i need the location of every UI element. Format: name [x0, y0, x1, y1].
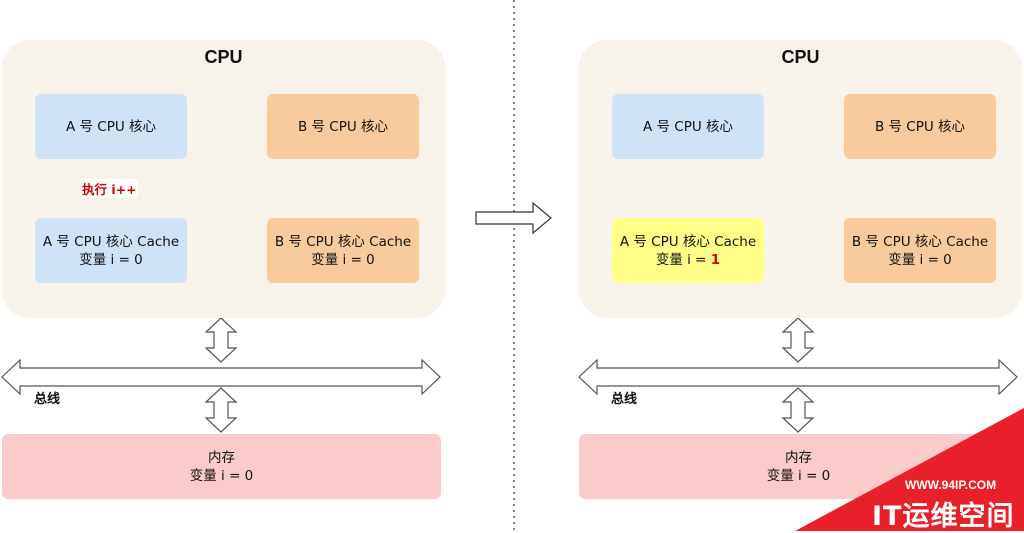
left-cache-a-title: A 号 CPU 核心 Cache	[42, 233, 180, 250]
watermark-name: IT运维空间	[872, 501, 1015, 532]
left-core-b: B 号 CPU 核心	[267, 94, 419, 159]
left-cache-a-value: 变量 i = 0	[79, 251, 143, 268]
right-cache-a-value-line: 变量 i = 1	[656, 251, 720, 269]
left-memory-value: 变量 i = 0	[189, 467, 254, 484]
right-bus-label: 总线	[611, 391, 638, 406]
left-memory: 内存 变量 i = 0	[2, 434, 441, 499]
right-cache-b: B 号 CPU 核心 Cache 变量 i = 0	[844, 218, 996, 283]
left-core-b-label: B 号 CPU 核心	[297, 118, 389, 135]
right-cache-b-value: 变量 i = 0	[888, 251, 952, 268]
right-cache-a-value-prefix: 变量 i =	[655, 251, 711, 268]
left-core-a-label: A 号 CPU 核心	[65, 118, 157, 135]
right-cache-a: A 号 CPU 核心 Cache 变量 i = 1	[612, 218, 764, 283]
right-cache-a-title: A 号 CPU 核心 Cache	[619, 233, 757, 250]
left-bus-memory-connector	[204, 387, 238, 433]
left-memory-title: 内存	[208, 449, 235, 466]
right-cpu-title: CPU	[781, 47, 820, 67]
right-core-b: B 号 CPU 核心	[844, 94, 996, 159]
right-memory-title: 内存	[785, 449, 812, 466]
left-bus-label: 总线	[34, 391, 61, 406]
left-cache-b-value: 变量 i = 0	[311, 251, 375, 268]
right-bus-memory-connector	[781, 387, 815, 433]
right-core-b-label: B 号 CPU 核心	[874, 118, 966, 135]
left-bus-arrow	[1, 358, 441, 396]
left-core-a: A 号 CPU 核心	[35, 94, 187, 159]
left-cache-a: A 号 CPU 核心 Cache 变量 i = 0	[35, 218, 187, 283]
left-exec-label: 执行 i++	[81, 179, 138, 198]
right-core-a-label: A 号 CPU 核心	[642, 118, 734, 135]
left-cache-b-title: B 号 CPU 核心 Cache	[274, 233, 412, 250]
left-cache-b: B 号 CPU 核心 Cache 变量 i = 0	[267, 218, 419, 283]
left-cpu-bus-connector	[204, 317, 238, 363]
left-cpu-title: CPU	[204, 47, 243, 67]
right-memory-value: 变量 i = 0	[766, 467, 831, 484]
right-bus-arrow	[578, 358, 1018, 396]
right-cpu-bus-connector	[781, 317, 815, 363]
right-cache-a-updated-value: 1	[710, 251, 721, 268]
watermark-url: WWW.94IP.COM	[905, 478, 997, 492]
right-core-a: A 号 CPU 核心	[612, 94, 764, 159]
transition-arrow	[475, 201, 552, 235]
right-cache-b-title: B 号 CPU 核心 Cache	[851, 233, 989, 250]
